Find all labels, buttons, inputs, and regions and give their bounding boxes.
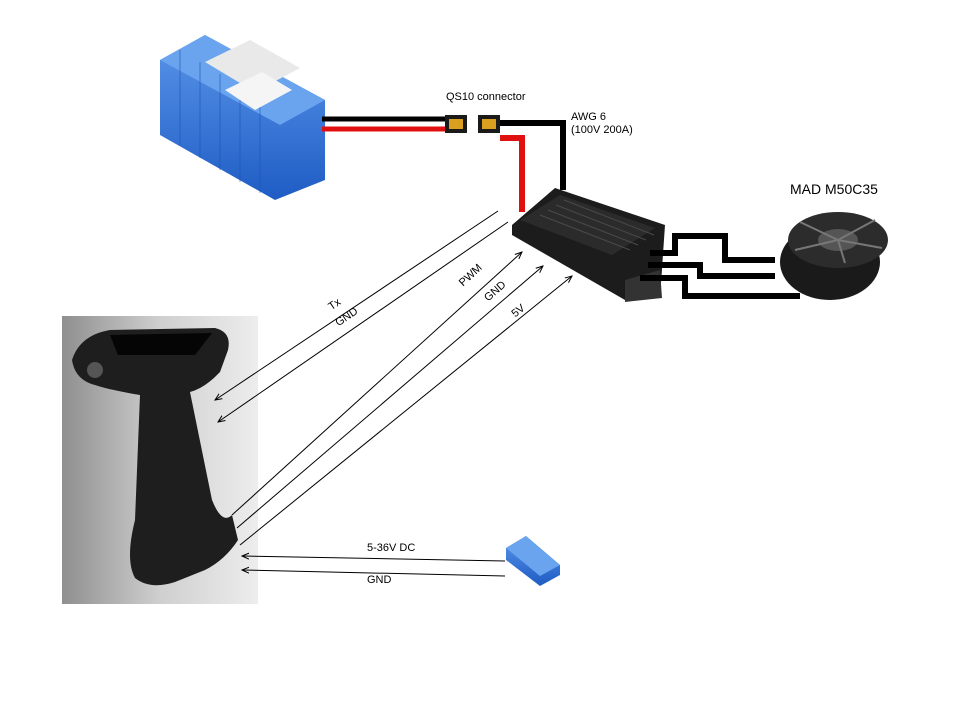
5v-arrow: [239, 276, 572, 546]
gnd-arrow-handle-to-esc: [236, 266, 543, 529]
handle-controller: [62, 316, 258, 604]
esc-power-leads: [500, 120, 566, 212]
dc-voltage-label: 5-36V DC: [367, 542, 416, 554]
dc-gnd-arrow: [242, 570, 506, 577]
qs10-connector: [445, 115, 500, 133]
dc-arrow: [242, 556, 506, 562]
wire-gauge-label: AWG 6: [571, 111, 607, 123]
gnd-arrow-esc-to-handle: [218, 221, 509, 422]
battery-pack: [160, 35, 325, 200]
pwm-arrow: [231, 252, 522, 516]
wire-rating-label: (100V 200A): [571, 124, 633, 136]
motor: [780, 212, 888, 300]
dc-supply-battery: [506, 536, 560, 586]
battery-leads: [322, 116, 445, 132]
tx-arrow: [215, 210, 499, 400]
signal-arrows: [215, 210, 572, 577]
esc-controller: [512, 188, 665, 302]
motor-phase-wires: [640, 233, 800, 299]
motor-label: MAD M50C35: [790, 181, 878, 197]
dc-gnd-label: GND: [367, 574, 392, 586]
qs10-connector-label: QS10 connector: [446, 91, 526, 103]
